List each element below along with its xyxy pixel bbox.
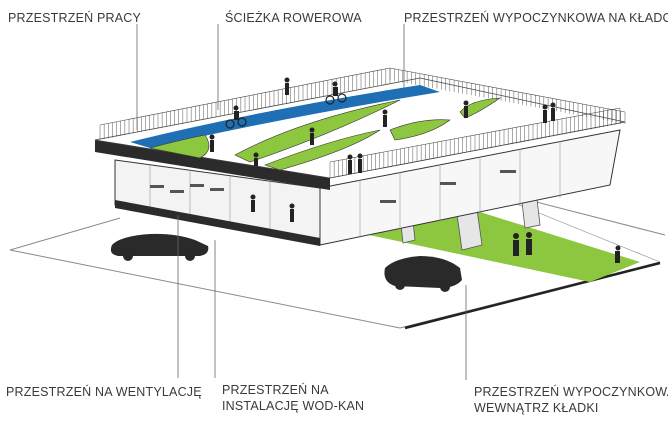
label-recreation-inside-line1: PRZESTRZEŃ WYPOCZYNKOWA bbox=[474, 385, 668, 399]
label-ventilation: PRZESTRZEŃ NA WENTYLACJĘ bbox=[6, 385, 202, 399]
car-left bbox=[110, 233, 209, 261]
label-recreation-inside: PRZESTRZEŃ WYPOCZYNKOWA WEWNĄTRZ KŁADKI bbox=[474, 384, 668, 416]
cyclists bbox=[225, 93, 347, 129]
green-strip-ground bbox=[355, 212, 640, 282]
railing-balusters bbox=[99, 68, 626, 178]
bike-path bbox=[130, 85, 440, 148]
slab-edge-front bbox=[95, 140, 330, 190]
slab-edge-bottom bbox=[115, 200, 320, 246]
label-workspace: PRZESTRZEŃ PRACY bbox=[8, 11, 142, 25]
cyclist-bodies bbox=[233, 81, 338, 120]
car-right bbox=[384, 256, 462, 292]
label-recreation-inside-line2: WEWNĄTRZ KŁADKI bbox=[474, 401, 599, 415]
building-lower-floor bbox=[114, 129, 621, 246]
people bbox=[209, 77, 621, 263]
label-recreation-on-bridge: PRZESTRZEŃ WYPOCZYNKOWA NA KŁADCE bbox=[404, 11, 668, 25]
label-plumbing-line2: INSTALACJĘ WOD-KAN bbox=[222, 399, 365, 413]
leader-lines bbox=[136, 24, 467, 380]
ground-edge-bold bbox=[404, 261, 661, 330]
label-plumbing-line1: PRZESTRZEŃ NA bbox=[222, 383, 329, 397]
label-plumbing: PRZESTRZEŃ NA INSTALACJĘ WOD-KAN bbox=[222, 382, 364, 414]
label-bike-path: ŚCIEŻKA ROWEROWA bbox=[225, 11, 362, 25]
deck-lawns bbox=[149, 97, 502, 171]
